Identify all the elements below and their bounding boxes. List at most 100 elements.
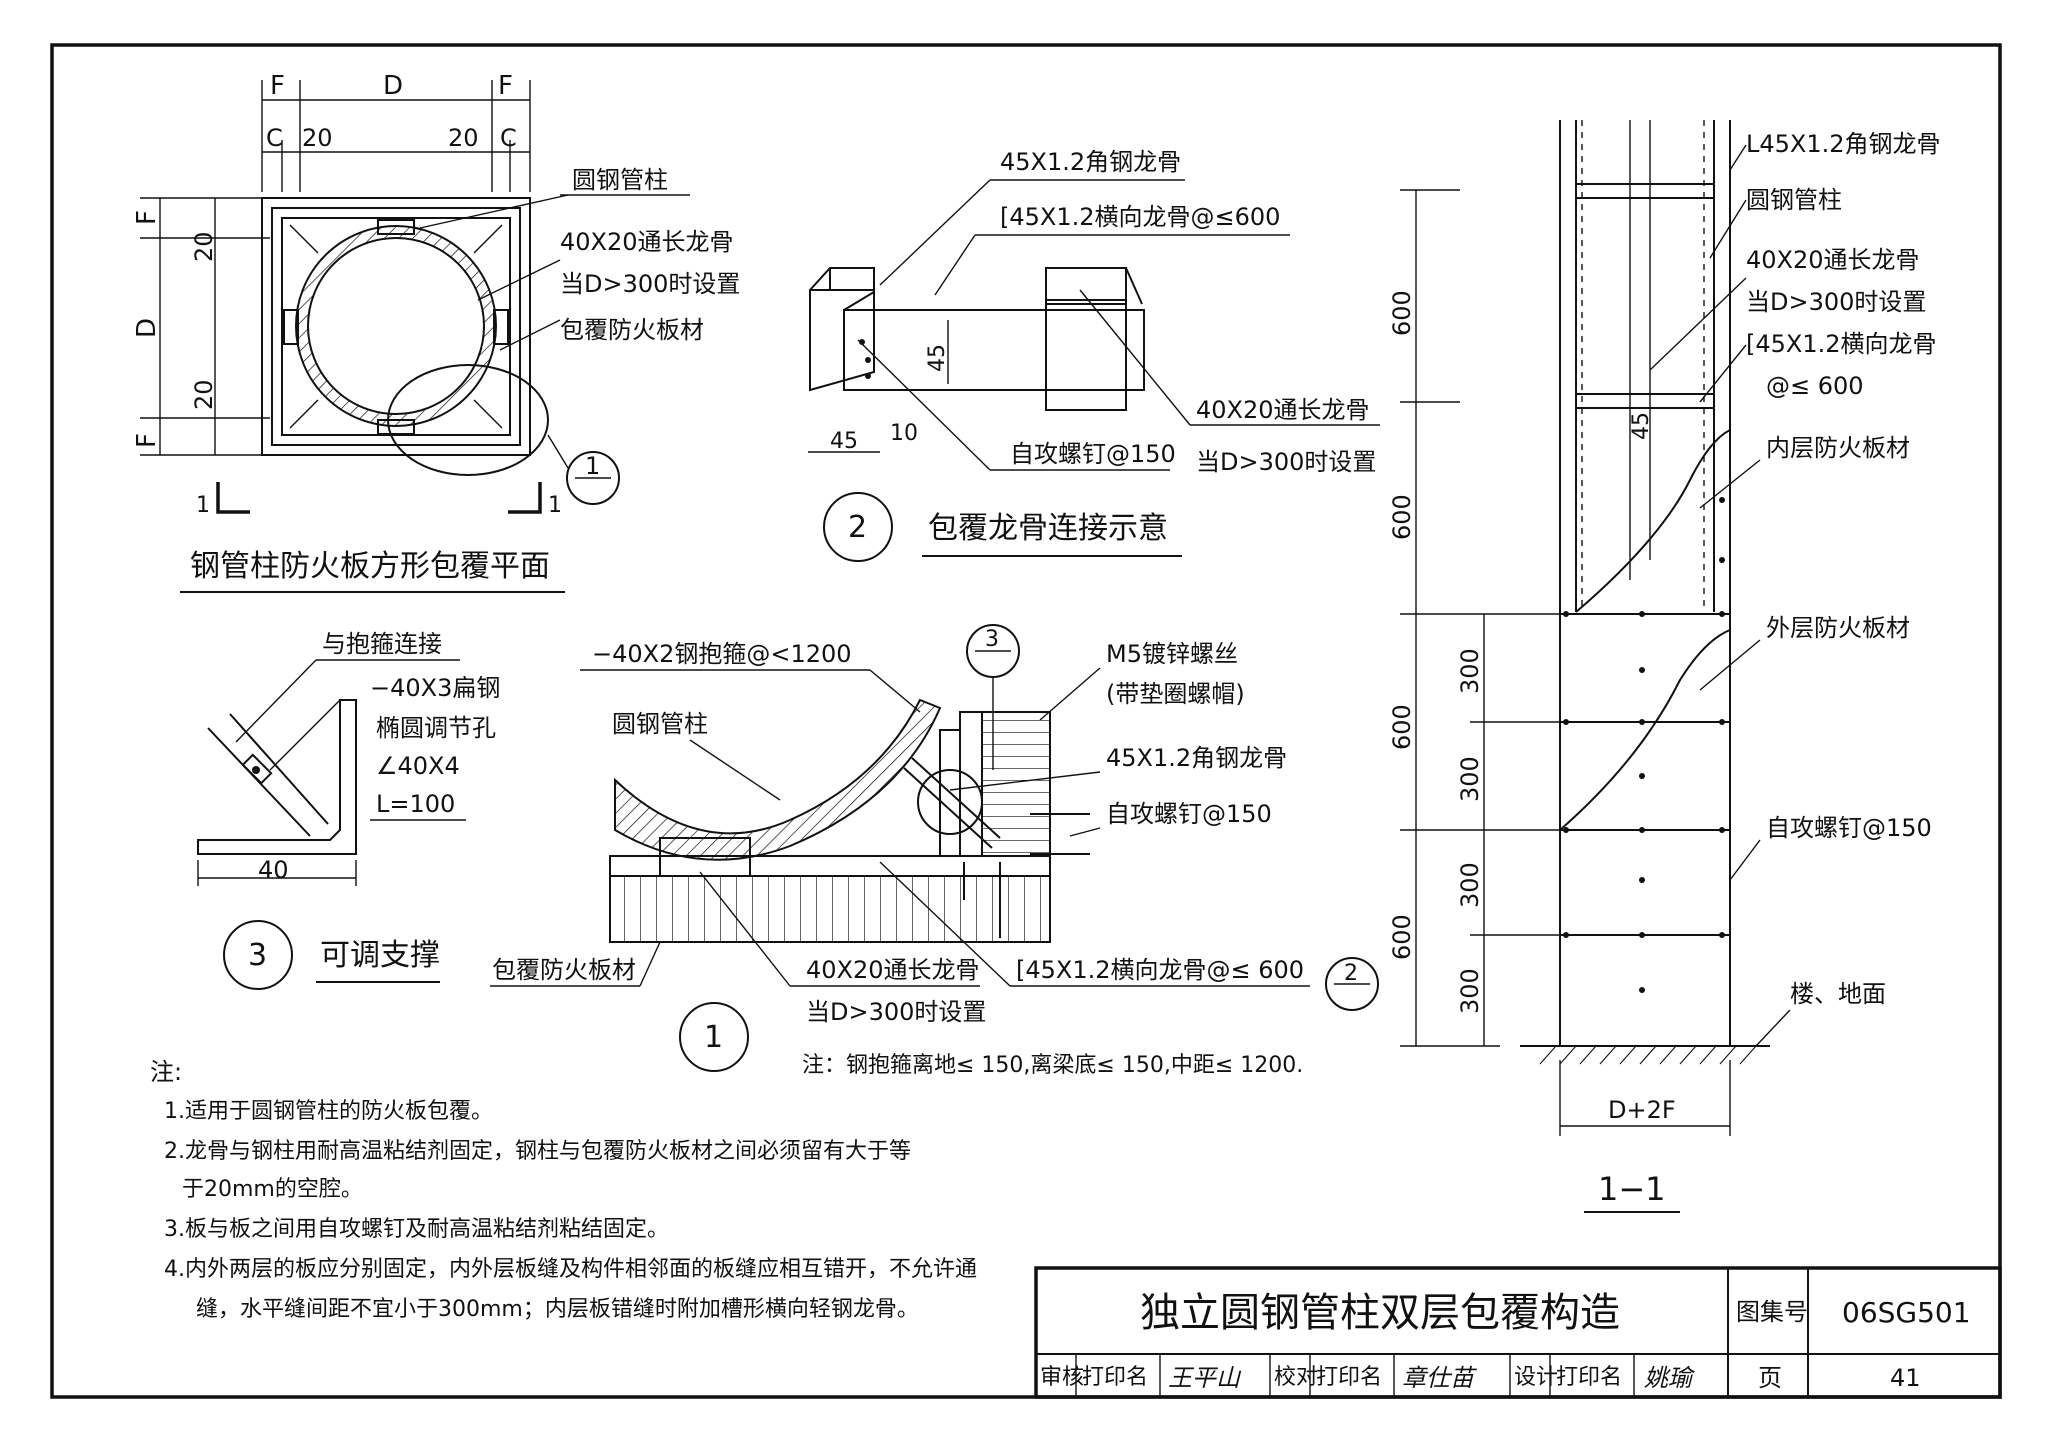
notes-n4a: 4.内外两层的板应分别固定，内外层板缝及构件相邻面的板缝应相互错开，不允许通 xyxy=(164,1257,977,1282)
titleblock-review: 审核 xyxy=(1040,1365,1084,1390)
detail3-label-connect: 与抱箍连接 xyxy=(322,630,442,658)
notes-n3: 3.板与板之间用自攻螺钉及耐高温粘结剂粘结固定。 xyxy=(164,1217,669,1242)
detail2-label-angle: 45X1.2角钢龙骨 xyxy=(1000,148,1181,176)
notes-n2a: 2.龙骨与钢柱用耐高温粘结剂固定，钢柱与包覆防火板材之间必须留有大于等 xyxy=(164,1139,911,1164)
plan-callout-num: 1 xyxy=(585,452,600,480)
detail2-dim-10: 10 xyxy=(890,421,918,446)
detail2-dim-45: 45 xyxy=(830,429,858,454)
titleblock-atlas-no: 06SG501 xyxy=(1842,1296,1971,1329)
detail1-label-bolt2: (带垫圈螺帽) xyxy=(1106,680,1245,708)
detail3-label-hole: 椭圆调节孔 xyxy=(376,714,496,742)
section-dim-300-c: 300 xyxy=(1456,862,1484,908)
section-label-inner: 内层防火板材 xyxy=(1766,434,1910,462)
detail3-label-angle: ∠40X4 xyxy=(376,752,460,780)
notes-n2b: 于20mm的空腔。 xyxy=(182,1177,363,1202)
detail3-label-flat: −40X3扁钢 xyxy=(370,674,500,702)
section-label-stud: 40X20通长龙骨 xyxy=(1746,246,1920,274)
titleblock-print-1: 打印名 xyxy=(1082,1365,1148,1390)
plan-section-mark-left: 1 xyxy=(196,493,210,518)
section-label-floor: 楼、地面 xyxy=(1790,980,1886,1008)
section-label-screw: 自攻螺钉@150 xyxy=(1766,814,1932,842)
plan-label-board: 包覆防火板材 xyxy=(560,316,704,344)
titleblock-sig-check: 章仕苗 xyxy=(1402,1364,1478,1392)
detail3-num: 3 xyxy=(248,938,267,973)
plan-section-mark-right: 1 xyxy=(548,493,562,518)
detail1-label-bolt: M5镀锌螺丝 xyxy=(1106,640,1238,668)
section-dim-600-d: 600 xyxy=(1388,914,1416,960)
sheet-border xyxy=(50,43,2002,1399)
detail1-label-stud: 40X20通长龙骨 xyxy=(806,956,980,984)
detail3-label-L: L=100 xyxy=(376,790,455,818)
titleblock-page-label: 页 xyxy=(1758,1364,1782,1392)
titleblock-check: 校对 xyxy=(1274,1365,1318,1390)
section-dim-45: 45 xyxy=(1629,412,1654,440)
notes-n1: 1.适用于圆钢管柱的防火板包覆。 xyxy=(164,1099,493,1124)
detail1-label-board: 包覆防火板材 xyxy=(492,956,636,984)
section-label-cross: [45X1.2横向龙骨 xyxy=(1746,330,1937,358)
plan-dim-20-top: 20 xyxy=(190,231,218,262)
section-dim-600-c: 600 xyxy=(1388,704,1416,750)
detail1-num: 1 xyxy=(704,1020,723,1055)
detail3-title: 可调支撑 xyxy=(320,938,440,973)
detail1-label-hoop: −40X2钢抱箍@<1200 xyxy=(592,640,852,668)
section-label-cross2: @≤ 600 xyxy=(1766,372,1864,400)
plan-dim-D-vertical: D xyxy=(132,318,162,338)
titleblock-print-3: 打印名 xyxy=(1556,1365,1622,1390)
detail2-label-stud: 40X20通长龙骨 xyxy=(1196,396,1370,424)
section-label-outer: 外层防火板材 xyxy=(1766,614,1910,642)
section-dim-600-a: 600 xyxy=(1388,290,1416,336)
plan-dim-F-left: F xyxy=(270,71,285,101)
plan-title: 钢管柱防火板方形包覆平面 xyxy=(190,549,550,584)
plan-dim-F-bottom: F xyxy=(132,433,162,448)
plan-dim-20-right: 20 xyxy=(448,124,479,152)
plan-dim-C-right: C xyxy=(500,124,517,152)
notes-n4b: 缝，水平缝间距不宜小于300mm；内层板错缝时附加槽形横向轻钢龙骨。 xyxy=(196,1297,919,1322)
titleblock-title: 独立圆钢管柱双层包覆构造 xyxy=(1140,1290,1620,1336)
section-dim-300-a: 300 xyxy=(1456,648,1484,694)
detail1-note: 注：钢抱箍离地≤ 150,离梁底≤ 150,中距≤ 1200. xyxy=(802,1053,1303,1078)
plan-dim-20-left: 20 xyxy=(302,124,333,152)
section-label-angle: L45X1.2角钢龙骨 xyxy=(1746,130,1941,158)
detail1-label-stud-cond: 当D>300时设置 xyxy=(806,998,986,1026)
titleblock-design: 设计 xyxy=(1514,1365,1558,1390)
plan-label-stud-cond: 当D>300时设置 xyxy=(560,270,740,298)
detail3-dim-40: 40 xyxy=(258,856,289,884)
detail1-callout-3: 3 xyxy=(985,627,999,652)
detail-3: 40 与抱箍连接 −40X3扁钢 椭圆调节孔 ∠40X4 L=100 3 可调支… xyxy=(197,630,500,990)
section-label-pipe: 圆钢管柱 xyxy=(1746,186,1842,214)
plan-dim-F-top: F xyxy=(132,210,162,225)
detail1-label-screw: 自攻螺钉@150 xyxy=(1106,800,1272,828)
title-block: 独立圆钢管柱双层包覆构造 图集号 06SG501 审核 打印名 王平山 校对 打… xyxy=(1034,1266,2002,1399)
detail1-label-pipe: 圆钢管柱 xyxy=(612,710,708,738)
plan-label-pipe: 圆钢管柱 xyxy=(572,166,668,194)
detail2-dim-45-vertical: 45 xyxy=(925,344,950,372)
detail2-num: 2 xyxy=(848,510,867,545)
plan-label-stud: 40X20通长龙骨 xyxy=(560,228,734,256)
section-dim-300-d: 300 xyxy=(1456,968,1484,1014)
titleblock-sig-design: 姚瑜 xyxy=(1644,1364,1696,1392)
section-dim-600-b: 600 xyxy=(1388,494,1416,540)
plan-dim-20-bottom: 20 xyxy=(190,379,218,410)
plan-dim-F-right: F xyxy=(498,71,513,101)
titleblock-print-2: 打印名 xyxy=(1316,1365,1382,1390)
detail2-label-screw: 自攻螺钉@150 xyxy=(1010,440,1176,468)
plan-dim-C-left: C xyxy=(266,124,283,152)
detail1-callout-2: 2 xyxy=(1344,961,1358,986)
detail1-label-angle: 45X1.2角钢龙骨 xyxy=(1106,744,1287,772)
section-1-1: D+2F 600 600 600 600 300 300 300 300 45 … xyxy=(1388,120,1941,1213)
detail2-title: 包覆龙骨连接示意 xyxy=(928,511,1168,546)
section-dim-width: D+2F xyxy=(1608,1096,1676,1124)
section-dim-300-b: 300 xyxy=(1456,756,1484,802)
detail2-label-stud-cond: 当D>300时设置 xyxy=(1196,448,1376,476)
notes-head: 注: xyxy=(150,1058,182,1086)
detail-1: −40X2钢抱箍@<1200 3 M5镀锌螺丝 (带垫圈螺帽) 圆钢管柱 45X… xyxy=(490,624,1379,1078)
detail1-label-cross: [45X1.2横向龙骨@≤ 600 xyxy=(1016,956,1304,984)
plan-view: F D F C 20 20 C F D F 20 20 xyxy=(132,71,740,593)
section-label-stud-cond: 当D>300时设置 xyxy=(1746,288,1926,316)
titleblock-page-no: 41 xyxy=(1890,1364,1921,1392)
plan-dim-D: D xyxy=(383,71,403,101)
general-notes: 注: 1.适用于圆钢管柱的防火板包覆。 2.龙骨与钢柱用耐高温粘结剂固定，钢柱与… xyxy=(150,1058,977,1322)
section-title: 1−1 xyxy=(1598,1170,1666,1208)
titleblock-sig-review: 王平山 xyxy=(1168,1364,1242,1392)
